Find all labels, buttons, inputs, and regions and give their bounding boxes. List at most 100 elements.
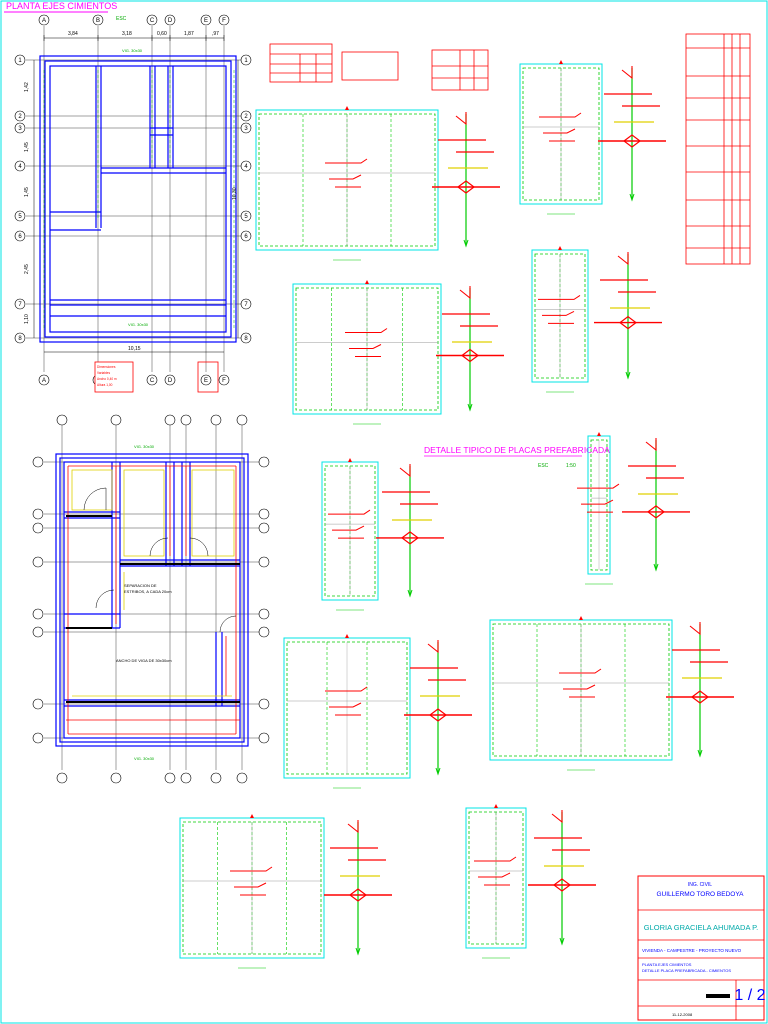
hook-mark bbox=[551, 810, 563, 824]
axis-right-4: 4 bbox=[244, 164, 248, 170]
rebar-mark bbox=[345, 328, 388, 333]
section-arrow-icon bbox=[597, 432, 601, 436]
tb-line5: PLANTA EJES CIMIENTOS bbox=[642, 962, 692, 967]
axis-bot-d: D bbox=[168, 378, 173, 384]
section-diamond bbox=[401, 531, 419, 545]
axis-right-1: 1 bbox=[244, 58, 248, 64]
section-arrow-icon bbox=[697, 749, 703, 758]
section-arrow-icon bbox=[407, 589, 413, 598]
section-arrow-icon bbox=[494, 804, 498, 808]
dim-top-4: 1,87 bbox=[184, 31, 194, 37]
axis-left-4: 4 bbox=[18, 164, 22, 170]
axis-right-7: 7 bbox=[244, 302, 248, 308]
rebar-mark bbox=[543, 128, 576, 134]
section-arrow-icon bbox=[558, 246, 562, 250]
rebar-mark bbox=[577, 483, 620, 489]
hook-mark bbox=[689, 622, 701, 636]
section-arrow-icon bbox=[559, 937, 565, 946]
hook-mark bbox=[399, 464, 411, 478]
dim-left-5: 1,10 bbox=[24, 314, 30, 324]
axis-bot-a: A bbox=[42, 378, 46, 384]
dim-left-4: 2,45 bbox=[24, 264, 30, 274]
dim-left-3: 1,45 bbox=[24, 187, 30, 197]
plan-placas: SEPARACION DE ESTRIBOS, A CADA 20cm ANCH… bbox=[32, 414, 270, 784]
section-arrow-icon bbox=[345, 106, 349, 110]
hook-mark bbox=[621, 66, 633, 80]
rebar-mark bbox=[325, 158, 368, 164]
rebar-mark bbox=[538, 294, 581, 300]
axis-right-6: 6 bbox=[244, 234, 248, 240]
rebar-mark bbox=[328, 509, 371, 515]
plan-ejes-cimientos: PLANTA EJES CIMIENTOS ESC bbox=[4, 1, 252, 393]
dim-right: 10,30 bbox=[232, 187, 238, 200]
rebar-mark bbox=[559, 668, 602, 674]
axis-left-7: 7 bbox=[18, 302, 22, 308]
note-line: Dimensiones bbox=[97, 365, 116, 369]
axis-left-3: 3 bbox=[18, 126, 22, 132]
axis-top-b: B bbox=[96, 18, 100, 24]
section-diamond bbox=[349, 888, 367, 902]
rebar-mark bbox=[542, 310, 575, 316]
section-diamond bbox=[553, 878, 571, 892]
section-arrow-icon bbox=[355, 947, 361, 956]
section-diamond bbox=[623, 134, 641, 148]
hook-mark bbox=[427, 640, 439, 654]
section-arrow-icon bbox=[345, 634, 349, 638]
section-diamond bbox=[647, 505, 665, 519]
detail-title: DETALLE TIPICO DE PLACAS PREFABRICADA bbox=[424, 445, 610, 455]
tb-line4: VIVIENDA - CAMPESTRE - PROYECTO NUEVO bbox=[642, 948, 742, 953]
section-arrow-icon bbox=[250, 814, 254, 818]
rebar-mark bbox=[539, 112, 582, 118]
axis-bot-e: E bbox=[204, 378, 208, 384]
title-block: ING. CIVIL GUILLERMO TORO BEDOYA GLORIA … bbox=[637, 875, 766, 1021]
hook-mark bbox=[459, 286, 471, 300]
note-separacion-1: SEPARACION DE bbox=[124, 583, 157, 588]
axis-bot-f: F bbox=[222, 378, 226, 384]
rebar-mark bbox=[474, 856, 517, 862]
axis-left-6: 6 bbox=[18, 234, 22, 240]
axis-left-5: 5 bbox=[18, 214, 22, 220]
hook-mark bbox=[455, 112, 467, 126]
tb-line3: GLORIA GRACIELA AHUMADA P. bbox=[644, 923, 759, 932]
section-arrow-icon bbox=[348, 458, 352, 462]
detail-scale-value: 1:50 bbox=[566, 463, 576, 469]
axis-left-1: 1 bbox=[18, 58, 22, 64]
section-arrow-icon bbox=[579, 616, 583, 620]
axis-left-2: 2 bbox=[18, 114, 22, 120]
section-diamond bbox=[457, 180, 475, 194]
rebar-mark bbox=[325, 686, 368, 692]
svg-text:VIG. 30x30: VIG. 30x30 bbox=[134, 756, 155, 761]
plan-top-title: PLANTA EJES CIMIENTOS bbox=[6, 1, 117, 11]
axis-right-5: 5 bbox=[244, 214, 248, 220]
section-arrow-icon bbox=[625, 371, 631, 380]
hook-mark bbox=[347, 820, 359, 834]
section-arrow-icon bbox=[467, 403, 473, 412]
plan-top-scale: ESC bbox=[116, 16, 127, 22]
axis-left-8: 8 bbox=[18, 336, 22, 342]
section-diamond bbox=[461, 348, 479, 363]
section-arrow-icon bbox=[435, 767, 441, 776]
dim-top-1: 3,84 bbox=[68, 31, 78, 37]
axis-top-e: E bbox=[204, 18, 208, 24]
rebar-mark bbox=[563, 684, 596, 690]
hook-mark bbox=[645, 438, 657, 452]
dim-top-2: 3,18 bbox=[122, 31, 132, 37]
axis-top-a: A bbox=[42, 18, 46, 24]
dim-top-3: 0,60 bbox=[157, 31, 167, 37]
rebar-mark bbox=[329, 702, 362, 708]
dim-left-2: 1,45 bbox=[24, 142, 30, 152]
tb-line1: ING. CIVIL bbox=[688, 882, 712, 888]
axis-right-3: 3 bbox=[244, 126, 248, 132]
note-line: Ancho 0,40 m bbox=[97, 377, 117, 381]
rebar-mark bbox=[234, 882, 267, 888]
rebar-mark bbox=[332, 525, 365, 531]
detail-scale: ESC bbox=[538, 463, 549, 469]
axis-top-d: D bbox=[168, 18, 173, 24]
section-arrow-icon bbox=[653, 563, 659, 572]
axis-right-2: 2 bbox=[244, 114, 248, 120]
note-line: Altura 1,00 bbox=[97, 383, 113, 387]
note-separacion-2: ESTRIBOS, A CADA 20cm bbox=[124, 589, 172, 594]
tb-sheet: 1 / 2 bbox=[734, 987, 765, 1004]
